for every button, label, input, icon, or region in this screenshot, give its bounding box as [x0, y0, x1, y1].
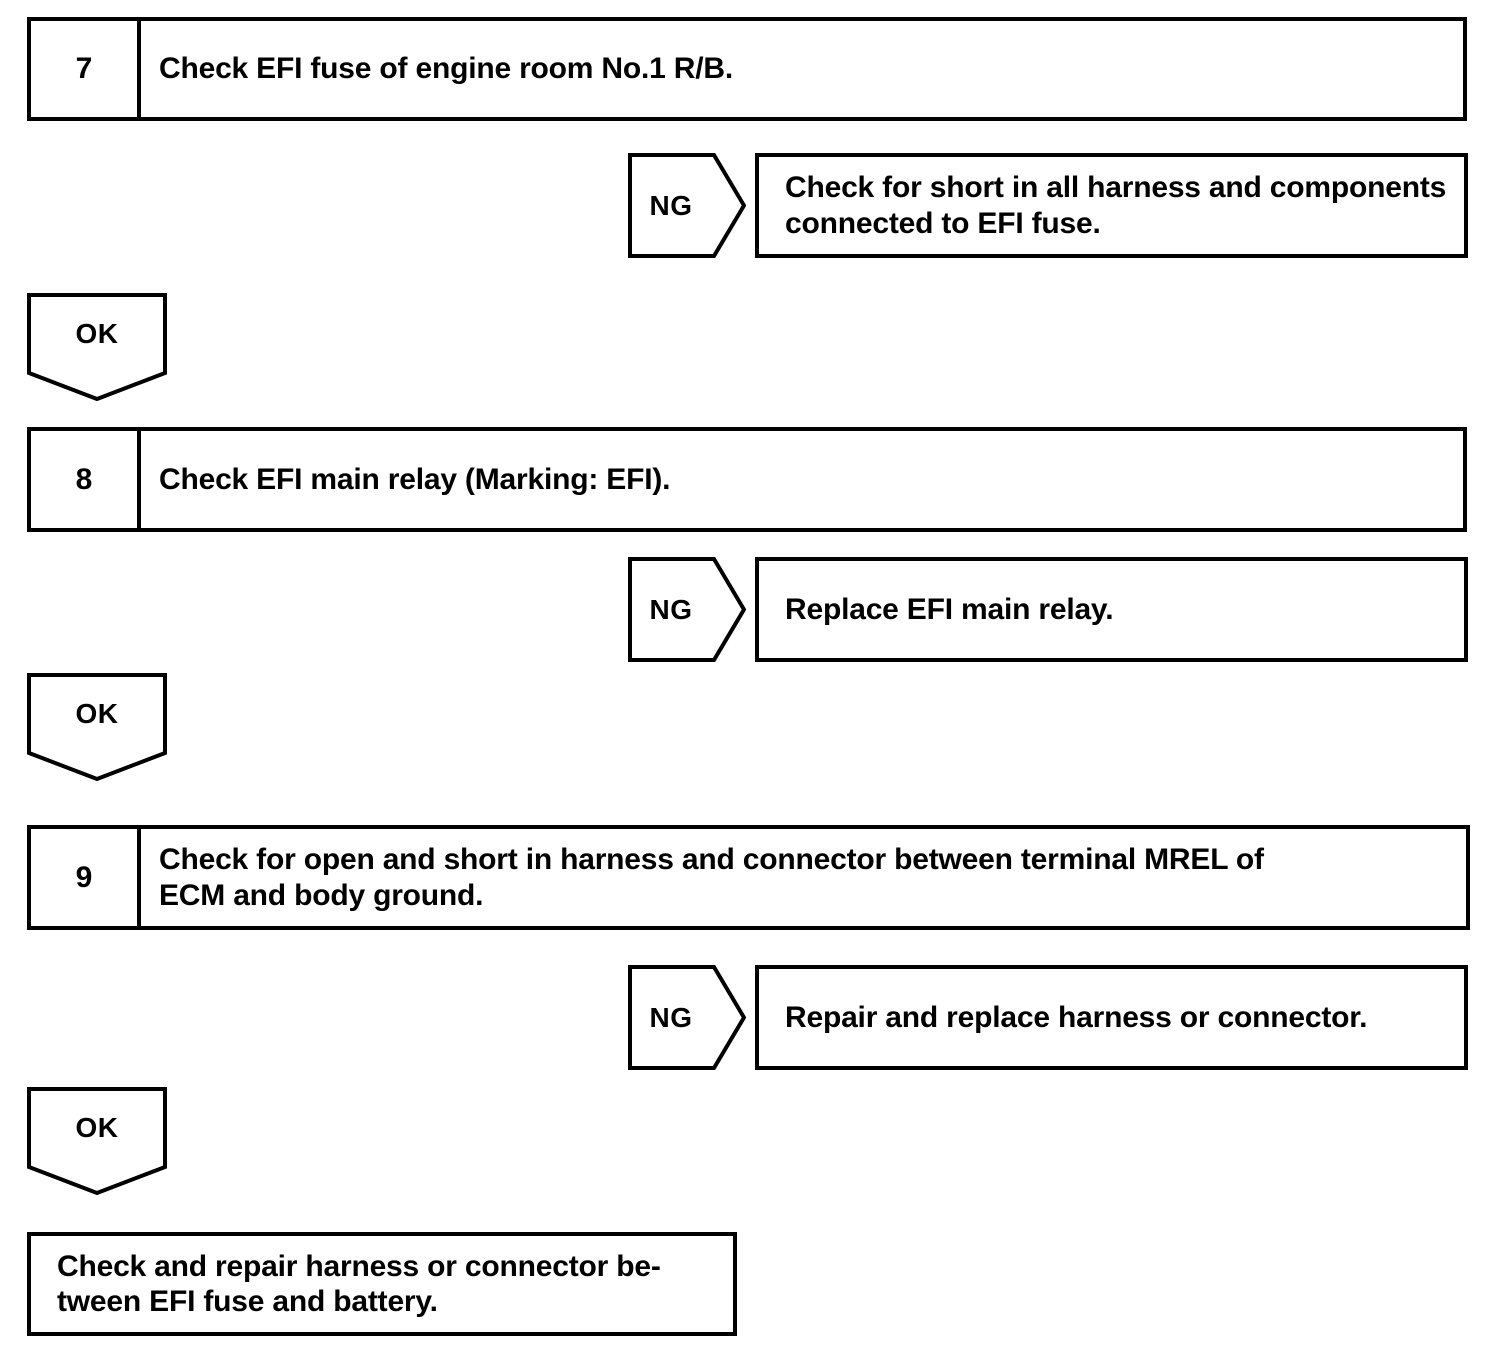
ng-arrow-label-7: NG: [649, 189, 693, 221]
ng-arrow-label-9: NG: [649, 1001, 693, 1033]
ok-arrow-7: OK: [27, 293, 167, 401]
step-box-7: 7 Check EFI fuse of engine room No.1 R/B…: [27, 17, 1467, 121]
ok-arrow-shape: [27, 1087, 167, 1195]
ok-arrow-shape: [27, 673, 167, 781]
step-text-9: Check for open and short in harness and …: [159, 843, 1264, 912]
ok-arrow-8: OK: [27, 673, 167, 781]
step-text-8: Check EFI main relay (Marking: EFI).: [159, 462, 671, 496]
ok-arrow-9: OK: [27, 1087, 167, 1195]
ng-result-box-7: Check for short in all harness and compo…: [755, 153, 1468, 258]
step-number-8: 8: [31, 431, 141, 528]
step-box-8: 8 Check EFI main relay (Marking: EFI).: [27, 427, 1467, 532]
ng-arrow-9: NG: [628, 965, 746, 1070]
step-box-9: 9 Check for open and short in harness an…: [27, 825, 1470, 930]
ng-result-box-9: Repair and replace harness or connector.: [755, 965, 1468, 1070]
ng-arrow-shape: [628, 153, 746, 258]
step-number-9: 9: [31, 829, 141, 926]
ng-arrow-shape: [628, 557, 746, 662]
ok-arrow-label-8: OK: [75, 698, 119, 729]
step-text-7: Check EFI fuse of engine room No.1 R/B.: [159, 52, 733, 86]
ng-arrow-7: NG: [628, 153, 746, 258]
step-number-7: 7: [31, 21, 141, 117]
ok-arrow-label-9: OK: [75, 1112, 119, 1143]
final-result-box: Check and repair harness or connector be…: [27, 1232, 737, 1336]
ng-result-box-8: Replace EFI main relay.: [755, 557, 1468, 662]
ng-arrow-shape: [628, 965, 746, 1070]
ok-arrow-label-7: OK: [75, 318, 119, 349]
ng-arrow-label-8: NG: [649, 593, 693, 625]
ok-arrow-shape: [27, 293, 167, 401]
ng-arrow-8: NG: [628, 557, 746, 662]
